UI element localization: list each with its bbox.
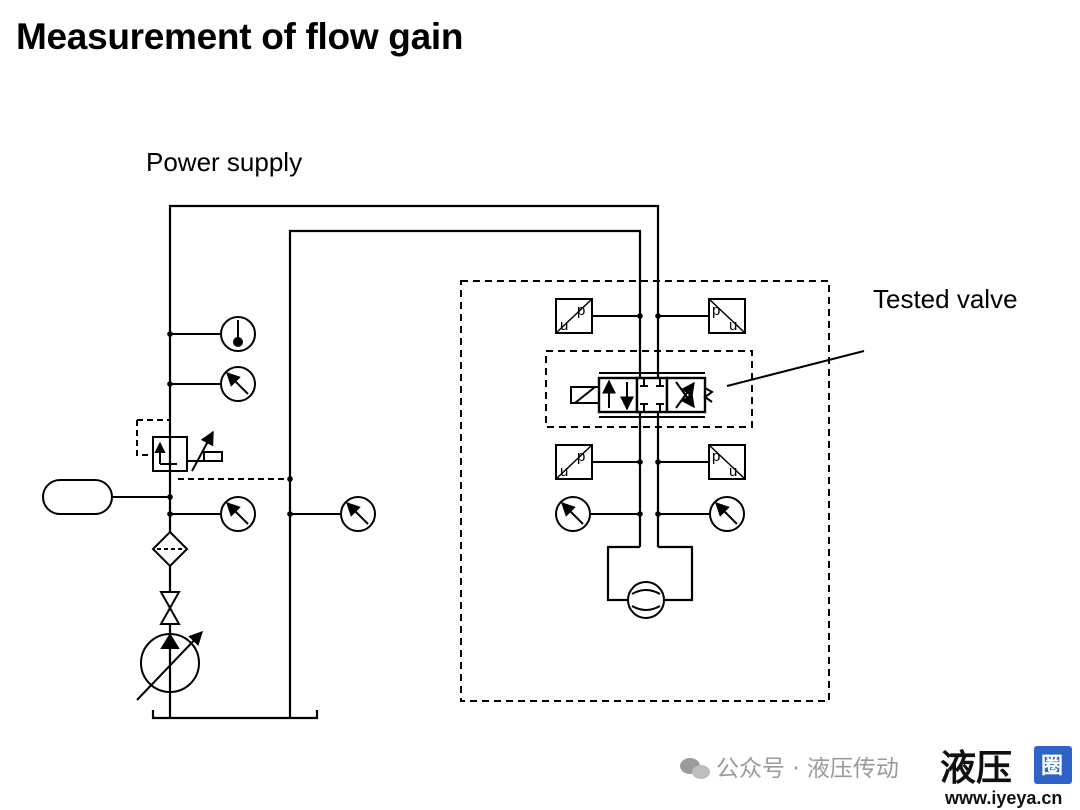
tested-valve-leader-line — [726, 350, 865, 387]
transducer-label-top: p — [577, 448, 585, 465]
shutoff-valve-icon — [159, 591, 181, 634]
transducer-label-top: p — [712, 448, 720, 465]
wechat-icon — [680, 758, 710, 779]
watermark-text: 公众号 · 液压传动 — [716, 756, 899, 782]
test-bench-boundary — [460, 280, 830, 702]
watermark: 公众号 · 液压传动 液压 圈 www.iyeya.cn — [680, 746, 1072, 808]
logo-url: www.iyeya.cn — [944, 788, 1062, 808]
transducer-label-top: p — [712, 302, 720, 319]
page-title: Measurement of flow gain — [16, 16, 464, 57]
transducer-label-bottom: u — [560, 463, 568, 480]
pressure-transducer-icon: u p — [555, 444, 593, 480]
pressure-gauge-icon — [220, 366, 256, 402]
pressure-gauge-icon — [220, 496, 256, 532]
variable-pump-icon — [136, 630, 203, 718]
pressure-line — [168, 204, 660, 718]
pressure-gauge-icon — [709, 496, 745, 532]
flow-meter-icon — [627, 581, 665, 619]
pressure-transducer-icon: u p — [555, 298, 593, 334]
pressure-gauge-icon — [555, 496, 591, 532]
logo-main-text: 液压 — [940, 748, 1012, 789]
proportional-valve-icon — [570, 372, 714, 418]
relief-valve-icon — [136, 419, 288, 480]
thermometer-icon — [220, 316, 256, 352]
pressure-transducer-icon: p u — [708, 444, 746, 480]
logo-badge-icon — [1034, 746, 1072, 784]
supply-pipework — [151, 204, 694, 720]
transducer-label-bottom: u — [560, 317, 568, 334]
tank-symbol — [151, 710, 319, 720]
pressure-transducer-icon: p u — [708, 298, 746, 334]
logo-badge-text: 圈 — [1041, 754, 1063, 779]
transducer-label-bottom: u — [729, 463, 737, 480]
tested-valve-label: Tested valve — [873, 284, 1018, 314]
tested-valve-boundary — [545, 350, 753, 428]
accumulator-icon — [42, 479, 113, 515]
transducer-label-bottom: u — [729, 317, 737, 334]
filter-icon — [151, 514, 189, 590]
transducer-label-top: p — [577, 302, 585, 319]
return-line — [288, 229, 642, 718]
pressure-gauge-icon — [340, 496, 376, 532]
power-supply-label: Power supply — [146, 147, 302, 177]
